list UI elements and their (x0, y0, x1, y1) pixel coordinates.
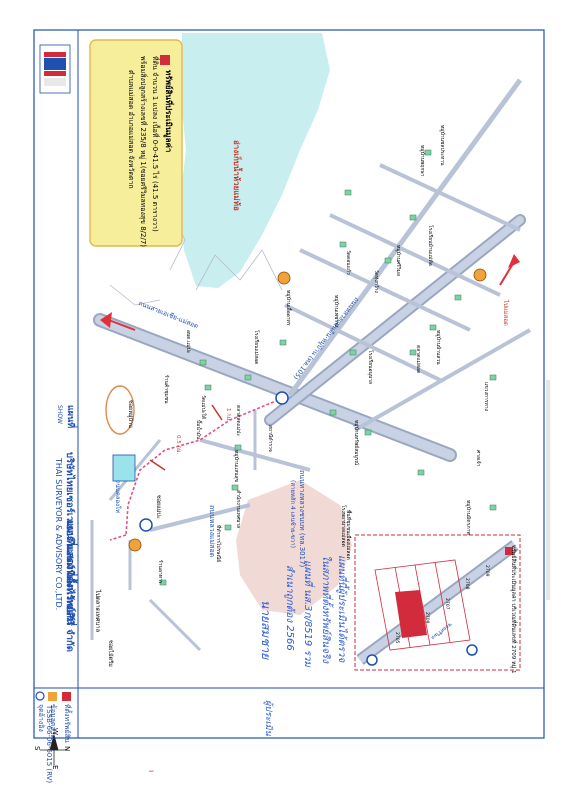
inset-subject-parcel (395, 590, 427, 638)
legend-subject-label: ที่ตั้งทรัพย์สิน (63, 704, 71, 743)
inset-legend-swatch (505, 547, 513, 555)
property-line1: ที่ดิน จำนวน 1 แปลง เนื้อที่ 0-0-41.5 ไร… (151, 56, 159, 232)
label-poi7: ร้านค้าชุมชน (163, 375, 169, 404)
label-distance-2: 0.5 กม. (175, 435, 181, 455)
label-poi26: ร้านอาหาร (157, 560, 163, 584)
compass-n: N (63, 746, 71, 752)
company-logo-stripe-red (44, 52, 66, 57)
label-poi17: หมู่บ้านเพชรรุ่ง (333, 295, 339, 328)
distance-marker-1 (211, 404, 223, 421)
landmark-icons (159, 149, 497, 586)
company-name-en: THAI SURVEYOR & ADVISORY CO.,LTD. (54, 458, 63, 611)
handwriting-line4: สำเนาถูกต้อง 2566 (284, 565, 295, 651)
compass-rose (40, 733, 68, 765)
distance-marker-2 (149, 459, 166, 471)
property-heading: ทรัพย์สินที่ประเมินมูลค่า (164, 70, 173, 153)
label-to-market: ไปตลาดเทศบาล (94, 590, 101, 633)
label-poi19: หมู่บ้านศรีวิมล (395, 245, 401, 277)
page-mark: ı (147, 770, 156, 773)
label-soi1: ซอยหมู่บ้าน (127, 400, 133, 428)
label-poi11: ปั๊มน้ำมัน (195, 420, 201, 440)
signature-1: นายสมชาย (259, 600, 273, 660)
label-poi9: โรงเรียนแม่สอด (253, 330, 259, 365)
label-poi21: หมู่บ้านบ้านสวน (435, 330, 441, 365)
label-poi13: หมู่บ้านแสนสุข (233, 450, 239, 483)
inset-title: ทรัพย์สินที่ประเมินมูลค่า บริเวณที่ดินเล… (510, 545, 516, 674)
market-data-markers (128, 268, 487, 552)
company-logo-stripe-base (44, 78, 66, 86)
label-side-road-2: (สายหลัก 4 เลนซ้าย-ขวา) (289, 480, 296, 548)
legend-swatch-market (48, 692, 57, 701)
access-route (109, 397, 284, 541)
road-network (90, 78, 531, 652)
label-poi6: อบต.แม่ปะ (185, 330, 191, 354)
subject-highlight-ring (105, 385, 135, 435)
legend-swatch-subject (62, 692, 71, 701)
label-reservoir: อ่างเก็บน้ำห้วยแม่ท้อ (232, 140, 241, 211)
label-poi24: ศาลเจ้า (475, 450, 481, 467)
signature-2: ผู้ประเมิน (263, 700, 273, 736)
label-poi22: โรงเรียนอนุบาล (367, 350, 373, 385)
label-poi2: หมู่บ้านพฤกษา (419, 145, 425, 177)
inset-parcel-2: 2707 (444, 598, 449, 610)
property-line2: พร้อมสิ่งปลูกสร้างเลขที่ 235/8 หมู่ 1(ซอ… (139, 56, 147, 247)
inset-parcel-4: 2709 (424, 612, 429, 624)
compass-s: S (33, 746, 41, 751)
handwriting-line2: ในสภาพที่ตั้งทรัพย์สินจริง (320, 555, 331, 664)
label-side-road: ถนนทางหลวงชนบท (ทล.3017) (298, 470, 306, 568)
label-poi23: แขวงการทาง (483, 382, 489, 411)
company-logo-stripe-red2 (44, 71, 66, 76)
label-poi5: หมู่บ้านเอื้ออาทร (285, 290, 291, 326)
label-local-road: ถนนหลวงแม่สอด (208, 505, 216, 558)
label-poi15: ที่ทำการไปรษณีย์ (215, 525, 221, 563)
legend-reference-label: จุดอ้างอิง (37, 704, 45, 732)
map-title: แผนที่แสดงที่ตั้งทรัพย์สิน (64, 520, 75, 625)
label-soi3: ซอยไม้ตรีม (107, 640, 113, 667)
label-poi20: ตลาดแม่สอด (415, 345, 421, 374)
property-info-swatch (160, 55, 170, 65)
label-poi8: วัดแม่ปะใต้ (200, 395, 206, 420)
scan-mark (546, 380, 550, 600)
reservoir-area (180, 33, 330, 288)
label-poi12: สถานีตำรวจ (267, 425, 273, 452)
label-to-maesot: ไปแม่สอด (502, 300, 509, 326)
property-line3: ตำบลแม่สอด อำเภอแม่สอด จังหวัดตาก (127, 70, 135, 189)
label-poi25: หมู่บ้านมิตรภาพ (465, 500, 471, 535)
label-distance-1: 1 กม. (225, 408, 231, 422)
map-label: แผนที่ (65, 405, 75, 429)
label-poi18: วัดทุ่งกว้าง (373, 270, 379, 293)
label-poi4: วัดดอนแก้ว (345, 250, 351, 275)
company-logo-stripe-blue (44, 58, 66, 70)
arrow-shaft-left (105, 318, 136, 331)
label-soi-road: ถนนคลองโท (114, 480, 121, 514)
label-soi2: ซอยแม่ปะ (155, 495, 161, 519)
label-poi14: สำนักงานเทศบาล (235, 490, 241, 529)
reference-points (139, 391, 478, 666)
label-poi27: หมู่บ้านทรัพย์สมบูรณ์ (353, 420, 359, 466)
arrow-shaft-right (499, 261, 515, 286)
handwriting-line1: แผนที่นี้ผู้ประเมินได้ตรวจ (336, 555, 347, 663)
label-poi3: โรงเรียนบ้านแม่ท้อ (427, 225, 433, 266)
legend-swatch-reference (35, 691, 45, 701)
inset-parcel-1: 2709 (484, 565, 489, 577)
subject-property-marker (112, 454, 136, 482)
community-area (236, 480, 352, 615)
inset-road (356, 540, 519, 665)
label-poi1: หมู่บ้านชลประทาน (439, 125, 445, 166)
compass-e: E (51, 765, 59, 770)
label-community-area: พื้นที่ชุมชนเมืองแม่สอด (345, 510, 351, 560)
legend-market-label: ข้อมูลตลาด (49, 704, 57, 740)
inset-parcel-3: 2708 (464, 578, 469, 590)
inset-parcel-5: 2705 (394, 632, 399, 644)
property-info-box (89, 39, 183, 247)
label-poi10: ตลาดสดแม่ปะ (235, 405, 241, 437)
map-label-en: SHOW (56, 405, 63, 424)
handwriting-line3: แผนที่ นส.3ก/8519 รวม (302, 560, 313, 668)
